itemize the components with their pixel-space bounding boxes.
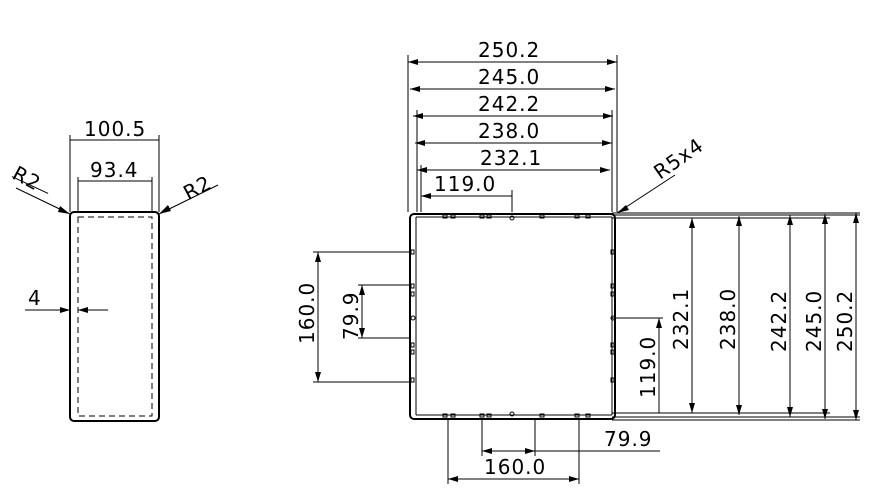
- arrowhead: [569, 476, 579, 482]
- arrowhead: [78, 307, 88, 313]
- bottom-inner-label: 79.9: [604, 427, 653, 451]
- bottom-dims: 160.0 79.9: [447, 419, 660, 484]
- top-width-dims: 250.2 245.0 242.2 238.0 232.1 119.0: [408, 38, 617, 199]
- radius-left-label: R2: [9, 161, 46, 196]
- top-width-label-4: 238.0: [478, 119, 540, 143]
- arrowhead: [315, 372, 321, 382]
- arrowhead: [607, 59, 617, 65]
- side-outer-outline: [69, 211, 160, 422]
- front-view: 250.2 245.0 242.2 238.0 232.1 119.0 R5x4: [295, 38, 860, 484]
- arrowhead: [315, 252, 321, 262]
- arrowhead: [689, 403, 695, 413]
- corner-radius-label: R5x4: [649, 133, 708, 184]
- arrowhead: [417, 167, 427, 173]
- top-width-label-1: 250.2: [478, 38, 540, 62]
- side-inner-dashed: [77, 216, 153, 417]
- arrowhead: [603, 113, 613, 119]
- arrowhead: [853, 213, 859, 223]
- arrowhead: [408, 59, 418, 65]
- side-height-label-5: 250.2: [833, 290, 857, 352]
- arrowhead: [736, 405, 742, 415]
- top-width-label-5: 232.1: [480, 146, 542, 170]
- inner-width-label: 93.4: [90, 158, 139, 182]
- arrowhead: [159, 205, 171, 214]
- arrowhead: [421, 193, 431, 199]
- arrowhead: [415, 140, 425, 146]
- arrowhead: [359, 285, 365, 295]
- arrowhead: [787, 215, 793, 225]
- edge-marks: [410, 214, 616, 418]
- hole-x-label: 119.0: [434, 172, 496, 196]
- top-width-label-3: 242.2: [478, 92, 540, 116]
- arrowhead: [822, 214, 828, 224]
- side-height-label-3: 242.2: [767, 290, 791, 352]
- left-span-label: 160.0: [295, 282, 319, 344]
- arrowhead: [58, 206, 70, 214]
- side-view: 100.5 93.4 R2 R2 4: [9, 117, 219, 422]
- radius-leader-left-shelf: [11, 176, 49, 194]
- side-height-dims: 119.0 232.1 238.0 242.2 245.0 250.2: [636, 213, 859, 420]
- arrowhead: [689, 218, 695, 228]
- radius-right-label: R2: [179, 170, 216, 205]
- arrowhead: [605, 86, 615, 92]
- side-height-label-1: 232.1: [669, 288, 693, 350]
- left-dims: 160.0 79.9: [295, 251, 410, 383]
- arrowhead: [617, 205, 629, 213]
- outer-width-label: 100.5: [84, 117, 146, 141]
- arrowhead: [853, 410, 859, 420]
- side-height-label-4: 245.0: [802, 290, 826, 352]
- arrowhead: [736, 216, 742, 226]
- arrowhead: [787, 407, 793, 417]
- arrowhead: [525, 448, 535, 454]
- arrowhead: [448, 476, 458, 482]
- arrowhead: [602, 140, 612, 146]
- arrowhead: [60, 307, 70, 313]
- arrowhead: [482, 448, 492, 454]
- left-inner-label: 79.9: [339, 291, 363, 340]
- top-width-label-2: 245.0: [478, 65, 540, 89]
- arrowhead: [359, 328, 365, 338]
- wall-thickness-label: 4: [28, 286, 42, 310]
- arrowhead: [600, 167, 610, 173]
- arrowhead: [656, 318, 662, 328]
- front-body-outline: [409, 213, 616, 420]
- arrowhead: [413, 113, 423, 119]
- arrowhead: [410, 86, 420, 92]
- hole-y-label: 119.0: [636, 336, 660, 398]
- arrowhead: [822, 409, 828, 419]
- bottom-span-label: 160.0: [484, 455, 546, 479]
- side-height-label-2: 238.0: [716, 288, 740, 350]
